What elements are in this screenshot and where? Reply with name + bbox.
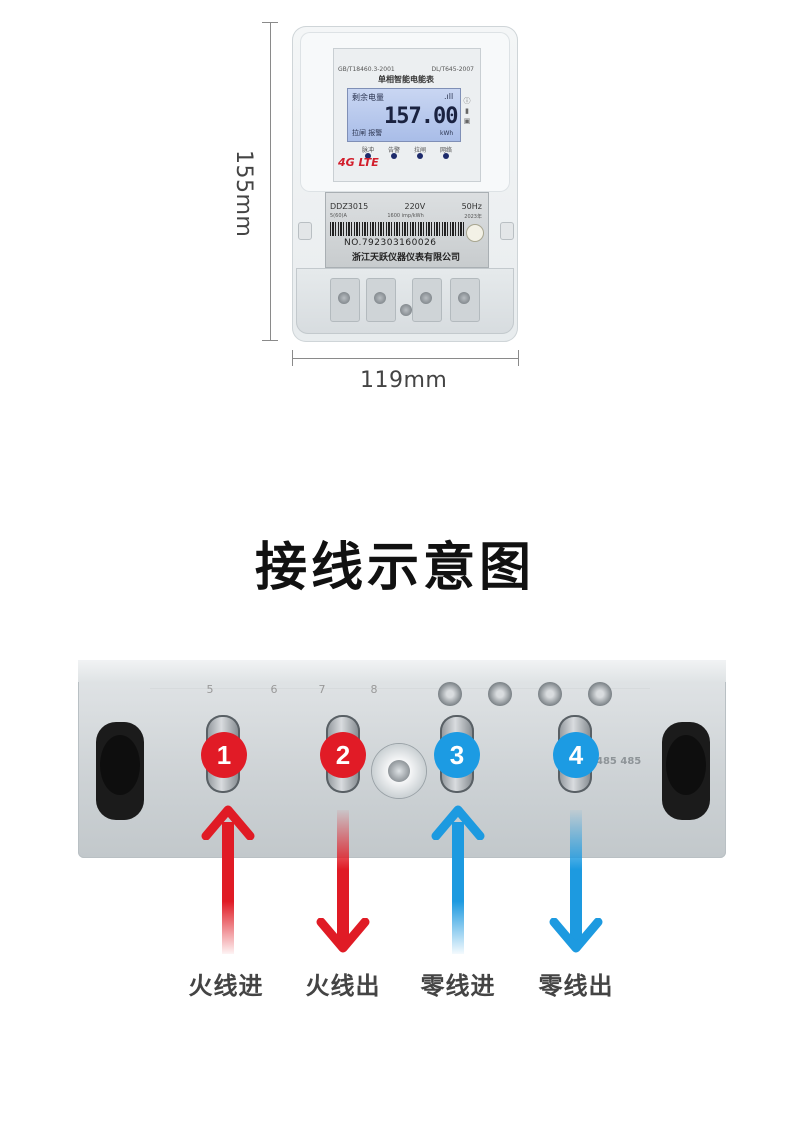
lcd-remaining-label: 剩余电量 (352, 93, 384, 102)
lcd-alarm-text: 拉闸 报警 (352, 129, 383, 137)
signal-icon: .ıll (444, 92, 454, 101)
rated-voltage: 220V (404, 202, 426, 211)
right-seal-knob (500, 222, 514, 240)
manufacture-year: 2023年 (464, 214, 482, 220)
height-dimension-line (270, 22, 271, 340)
width-dimension-line (292, 358, 518, 359)
label-live-in: 火线进 (188, 972, 264, 1000)
height-label: 155mm (231, 150, 256, 238)
center-screw-head (388, 760, 410, 782)
width-dimension-cap-left (292, 350, 293, 366)
terminal-badge-4: 4 (553, 732, 599, 778)
led-network (443, 153, 449, 159)
lcd-unit: kWh (440, 130, 454, 137)
arrow-down-icon (316, 918, 370, 953)
left-mount-hole (100, 735, 140, 795)
arrow-1-shaft (222, 822, 234, 954)
arrow-3-shaft (452, 822, 464, 954)
led-label-trip: 拉闸 (413, 147, 426, 154)
closeup-top-edge (78, 660, 726, 682)
serial-number: NO.792303160026 (344, 238, 437, 248)
meter-constant: 1600 imp/kWh (387, 213, 424, 219)
lte-badge: 4G LTE (338, 156, 379, 169)
embossed-485-text: 485 485 (596, 756, 642, 767)
top-terminal-screw (438, 682, 462, 706)
terminal-number: 7 (318, 683, 326, 696)
arrow-up-icon (201, 805, 255, 840)
lcd-display (347, 88, 461, 142)
label-live-out: 火线出 (305, 972, 381, 1000)
width-label: 119mm (360, 368, 448, 393)
meter-terminal-cover (296, 268, 514, 334)
terminal-screw (400, 304, 412, 316)
cover-edge-line (150, 688, 650, 689)
width-dimension-cap-right (518, 350, 519, 366)
terminal-screw (458, 292, 470, 304)
height-dimension-cap-bottom (262, 340, 278, 341)
left-seal-knob (298, 222, 312, 240)
terminal-screw (374, 292, 386, 304)
barcode (330, 222, 464, 236)
terminal-number: 6 (270, 683, 278, 696)
model-number: DDZ3015 (330, 202, 369, 211)
led-label-pulse: 脉冲 (361, 147, 374, 154)
meter-button (466, 224, 484, 242)
led-alarm (391, 153, 397, 159)
terminal-number: 8 (370, 683, 378, 696)
thermometer-icon: ▮ (465, 107, 469, 115)
info-icon: ⓘ (463, 97, 471, 105)
right-mount-hole (666, 735, 706, 795)
arrow-up-icon (431, 805, 485, 840)
terminal-badge-2: 2 (320, 732, 366, 778)
label-neutral-out: 零线出 (538, 972, 614, 1000)
top-terminal-screw (488, 682, 512, 706)
arrow-4-shaft (570, 810, 582, 942)
terminal-number: 5 (206, 683, 214, 696)
led-trip (417, 153, 423, 159)
arrow-2-shaft (337, 810, 349, 942)
top-terminal-screw (588, 682, 612, 706)
meter-model-title: 单相智能电能表 (378, 75, 434, 84)
wiring-diagram-title: 接线示意图 (254, 538, 535, 598)
meter-standards: GB/T18460.3-2001 DL/T645-2007 (338, 66, 474, 73)
terminal-screw (338, 292, 350, 304)
arrow-down-icon (549, 918, 603, 953)
meter-side-icons: ⓘ ▮ ▣ (462, 96, 472, 126)
nameplate-row-details: 5(60)A 1600 imp/kWh 2023年 (330, 213, 482, 220)
rated-current: 5(60)A (330, 213, 347, 219)
terminal-badge-1: 1 (201, 732, 247, 778)
label-neutral-in: 零线进 (420, 972, 496, 1000)
terminal-screw (420, 292, 432, 304)
manufacturer-name: 浙江天跃仪器仪表有限公司 (351, 253, 460, 263)
terminal-badge-3: 3 (434, 732, 480, 778)
terminal-block (450, 278, 480, 322)
box-icon: ▣ (463, 117, 471, 125)
terminal-block (330, 278, 360, 322)
top-terminal-screw (538, 682, 562, 706)
led-label-network: 网络 (439, 147, 452, 154)
standard-right: DL/T645-2007 (431, 66, 474, 73)
standard-left: GB/T18460.3-2001 (338, 66, 395, 73)
nameplate-row-specs: DDZ3015 220V 50Hz (330, 202, 482, 211)
led-pulse (365, 153, 371, 159)
led-label-alarm: 告警 (387, 147, 400, 154)
height-dimension-cap-top (262, 22, 278, 23)
lcd-value: 157.00 (384, 104, 458, 129)
rated-frequency: 50Hz (461, 202, 482, 211)
